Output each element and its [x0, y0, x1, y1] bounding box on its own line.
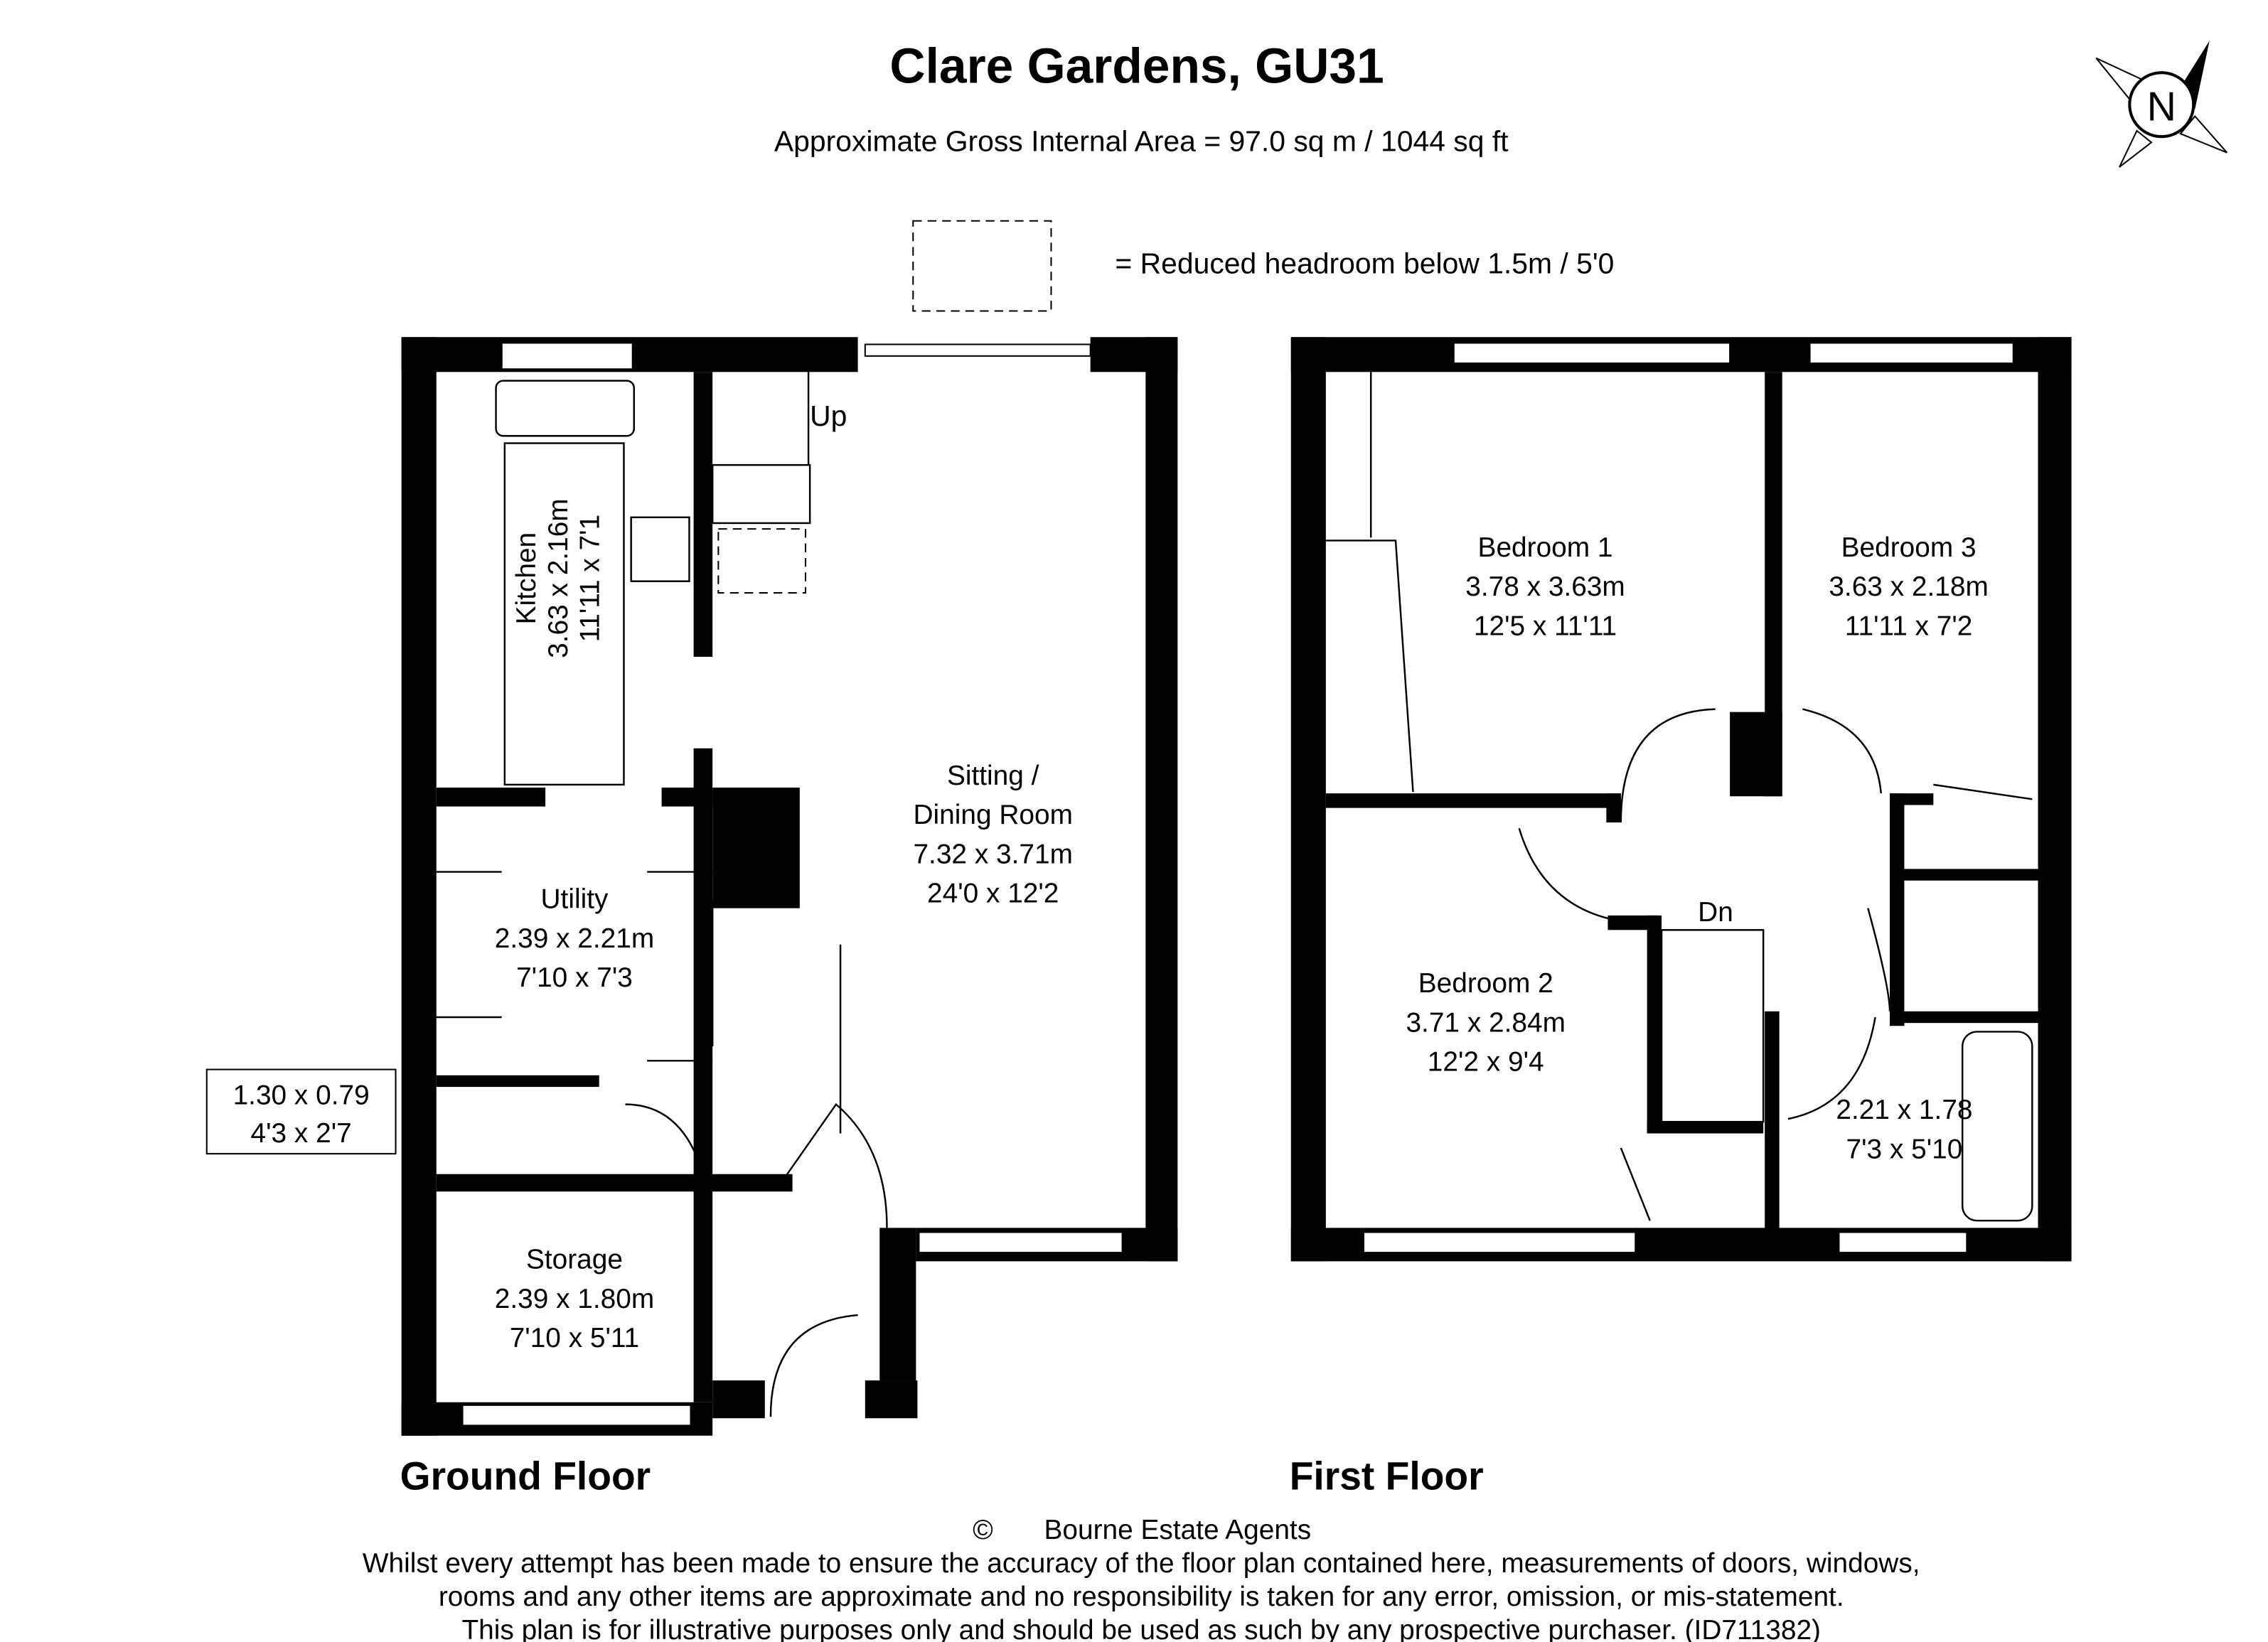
svg-text:4'3 x 2'7: 4'3 x 2'7 — [251, 1118, 352, 1149]
svg-text:7'3 x 5'10: 7'3 x 5'10 — [1846, 1134, 1963, 1164]
room-label-sitting-dining: Sitting / Dining Room 7.32 x 3.71m 24'0 … — [913, 761, 1072, 909]
agent-name: Bourne Estate Agents — [1044, 1515, 1312, 1545]
svg-text:11'11 x 7'1: 11'11 x 7'1 — [575, 515, 606, 643]
svg-text:Bedroom 3: Bedroom 3 — [1841, 532, 1977, 563]
footer: © Bourne Estate Agents Whilst every atte… — [363, 1515, 1920, 1642]
room-label-bedroom-2: Bedroom 2 3.71 x 2.84m 12'2 x 9'4 — [1406, 968, 1565, 1077]
ground-floor-plan: Up Kitchen 3.63 x 2.16m 11'11 x 7'1 Sitt… — [205, 337, 1178, 1498]
svg-text:Bedroom 1: Bedroom 1 — [1478, 532, 1613, 563]
room-label-utility: Utility 2.39 x 2.21m 7'10 x 7'3 — [495, 884, 654, 993]
room-label-storage: Storage 2.39 x 1.80m 7'10 x 5'11 — [495, 1245, 654, 1353]
legend-text: = Reduced headroom below 1.5m / 5'0 — [1115, 247, 1614, 279]
copyright-symbol: © — [973, 1515, 993, 1545]
svg-text:Dining Room: Dining Room — [913, 800, 1072, 830]
svg-text:12'5 x 11'11: 12'5 x 11'11 — [1474, 611, 1617, 641]
page-title: Clare Gardens, GU31 — [889, 38, 1384, 94]
svg-text:3.71 x 2.84m: 3.71 x 2.84m — [1406, 1007, 1565, 1038]
first-floor-label: First Floor — [1290, 1454, 1484, 1498]
disclaimer-line-1: Whilst every attempt has been made to en… — [363, 1548, 1920, 1579]
compass-label: N — [2147, 85, 2176, 130]
svg-text:Utility: Utility — [541, 884, 609, 915]
compass-icon: N — [2095, 41, 2228, 168]
ground-floor-label: Ground Floor — [400, 1454, 651, 1498]
svg-text:3.78 x 3.63m: 3.78 x 3.63m — [1465, 572, 1625, 602]
room-label-bathroom: 2.21 x 1.78 7'3 x 5'10 — [1836, 1095, 1972, 1164]
svg-text:24'0 x 12'2: 24'0 x 12'2 — [927, 878, 1059, 908]
svg-text:7.32 x 3.71m: 7.32 x 3.71m — [913, 839, 1072, 869]
reduced-headroom-swatch — [912, 220, 1052, 312]
stairs-up-label: Up — [810, 399, 847, 432]
svg-text:7'10 x 5'11: 7'10 x 5'11 — [510, 1323, 640, 1353]
stairs-down-label: Dn — [1698, 897, 1733, 928]
svg-text:3.63 x 2.18m: 3.63 x 2.18m — [1829, 572, 1988, 602]
area-text: Approximate Gross Internal Area = 97.0 s… — [774, 125, 1509, 158]
wc-dimension-box: 1.30 x 0.79 4'3 x 2'7 — [205, 1068, 397, 1155]
svg-text:2.39 x 1.80m: 2.39 x 1.80m — [495, 1284, 654, 1314]
svg-text:2.21 x 1.78: 2.21 x 1.78 — [1836, 1095, 1972, 1125]
svg-text:Sitting /: Sitting / — [947, 761, 1039, 791]
svg-text:1.30 x 0.79: 1.30 x 0.79 — [233, 1080, 370, 1111]
svg-text:2.39 x 2.21m: 2.39 x 2.21m — [495, 923, 654, 954]
svg-text:11'11 x 7'2: 11'11 x 7'2 — [1845, 611, 1973, 641]
svg-text:Storage: Storage — [526, 1245, 623, 1275]
room-label-bedroom-3: Bedroom 3 3.63 x 2.18m 11'11 x 7'2 — [1829, 532, 1988, 641]
room-label-kitchen: Kitchen 3.63 x 2.16m 11'11 x 7'1 — [511, 498, 606, 658]
svg-text:Kitchen: Kitchen — [511, 532, 542, 625]
room-label-bedroom-1: Bedroom 1 3.78 x 3.63m 12'5 x 11'11 — [1465, 532, 1625, 641]
svg-text:12'2 x 9'4: 12'2 x 9'4 — [1428, 1047, 1544, 1078]
first-floor-plan: Dn Bedroom 1 3.78 x 3.63m 12'5 x 11'11 B… — [1290, 337, 2072, 1498]
svg-text:Bedroom 2: Bedroom 2 — [1418, 968, 1553, 999]
svg-text:7'10 x 7'3: 7'10 x 7'3 — [516, 962, 633, 993]
disclaimer-line-2: rooms and any other items are approximat… — [439, 1582, 1844, 1612]
disclaimer-line-3: This plan is for illustrative purposes o… — [461, 1615, 1821, 1642]
svg-text:3.63 x 2.16m: 3.63 x 2.16m — [543, 498, 574, 658]
